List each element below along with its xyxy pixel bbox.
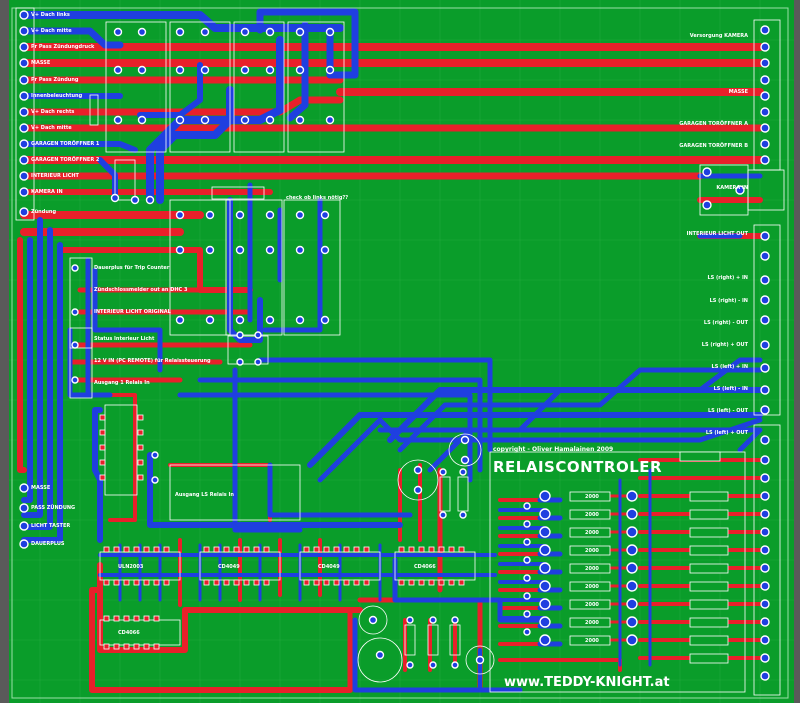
right-connector-label: LS (right) - IN bbox=[709, 298, 748, 304]
left-bottom-connector-label: PASS ZÜNDUNG bbox=[31, 505, 76, 511]
left-connector-label: Zündung bbox=[31, 209, 57, 215]
left-connector-label: V+ Dach mitte bbox=[31, 125, 72, 131]
note-ausgang-ls: Ausgang LS Relais In bbox=[175, 492, 234, 498]
ic-label-5: CD4066 bbox=[118, 630, 140, 636]
ic-label-3: CD4049 bbox=[318, 564, 340, 570]
relay-value-9: 2000 bbox=[585, 638, 599, 644]
note-status-interieur: Status Interieur Licht bbox=[94, 336, 155, 342]
left-connector-label: V+ Dach links bbox=[31, 12, 70, 18]
note-ausgang-1: Ausgang 1 Relais In bbox=[94, 380, 150, 386]
left-connector-label: MASSE bbox=[31, 60, 51, 66]
left-bottom-connector-label: DAUERPLUS bbox=[31, 541, 65, 547]
silkscreen-outlines bbox=[15, 7, 785, 696]
ic-pins bbox=[99, 414, 465, 650]
note-check-links: check ob links nötig?? bbox=[286, 195, 349, 201]
right-connector-label: Versorgung KAMERA bbox=[689, 33, 748, 39]
right-connector-label: LS (left) - IN bbox=[713, 386, 748, 392]
bottom-copper-traces bbox=[20, 8, 763, 693]
right-connector-label: LS (left) + OUT bbox=[705, 430, 748, 436]
left-connector-label: Pr Pass Zündungdruck bbox=[31, 44, 95, 50]
copyright-text: copyright - Oliver Hamalainen 2009 bbox=[493, 446, 614, 453]
relay-value-5: 2000 bbox=[585, 566, 599, 572]
relay-value-4: 2000 bbox=[585, 548, 599, 554]
relay-value-2: 2000 bbox=[585, 512, 599, 518]
left-connector-label: KAMERA IN bbox=[31, 189, 63, 195]
note-zuendung: Zündschlossmelder out an DHC 3 bbox=[94, 287, 188, 293]
right-connector-label: LS (right) + IN bbox=[707, 275, 748, 281]
board-outline bbox=[11, 7, 789, 699]
website-text: www.TEDDY-KNIGHT.at bbox=[504, 675, 670, 690]
right-connector-label: LS (left) + IN bbox=[711, 364, 748, 370]
left-connector-label: Pr Pass Zündung bbox=[31, 77, 79, 83]
note-dauerplus: Dauerplus für Trip Counter bbox=[94, 265, 170, 271]
relay-blocks bbox=[569, 451, 729, 664]
left-frame bbox=[0, 0, 9, 703]
left-connector-label: GARAGEN TORÖFFNER 1 bbox=[31, 141, 100, 147]
board-title: RELAISCONTROLER bbox=[493, 458, 663, 476]
note-interieur-original: INTERIEUR LICHT ORIGINAL bbox=[94, 309, 171, 315]
right-connector-label: KAMERA IN bbox=[716, 185, 748, 191]
relay-value-1: 2000 bbox=[585, 494, 599, 500]
left-connector-label: GARAGEN TORÖFFNER 2 bbox=[31, 157, 100, 163]
relay-value-8: 2000 bbox=[585, 620, 599, 626]
right-connector-label: LS (right) - OUT bbox=[703, 320, 748, 326]
right-frame bbox=[794, 0, 800, 703]
right-connector-label: LS (left) - OUT bbox=[707, 408, 748, 414]
left-connector-label: V+ Dach mitte bbox=[31, 28, 72, 34]
right-connector-label: INTERIEUR LICHT OUT bbox=[686, 231, 748, 237]
right-connector-label: GARAGEN TORÖFFNER B bbox=[679, 143, 748, 149]
left-connector-label: V+ Dach rechts bbox=[31, 109, 75, 115]
right-connector-label: MASSE bbox=[728, 89, 748, 95]
relay-value-7: 2000 bbox=[585, 602, 599, 608]
pads bbox=[19, 10, 770, 681]
left-connector-label: INTERIEUR LICHT bbox=[31, 173, 79, 179]
left-connector-label: Innenbeleuchtung bbox=[31, 93, 83, 99]
right-connector-label: GARAGEN TORÖFFNER A bbox=[679, 121, 748, 127]
relay-value-3: 2000 bbox=[585, 530, 599, 536]
left-bottom-connector-label: MASSE bbox=[31, 485, 51, 491]
left-bottom-connector-label: LICHT TASTER bbox=[31, 523, 71, 529]
right-connector-label: LS (right) + OUT bbox=[701, 342, 748, 348]
note-remote: 12 V IN (PC REMOTE) für Relaissteuerung bbox=[94, 358, 211, 364]
ic-label-1: ULN2003 bbox=[118, 564, 144, 570]
ic-label-2: CD4049 bbox=[218, 564, 240, 570]
ic-label-4: CD4066 bbox=[414, 564, 436, 570]
relay-value-6: 2000 bbox=[585, 584, 599, 590]
